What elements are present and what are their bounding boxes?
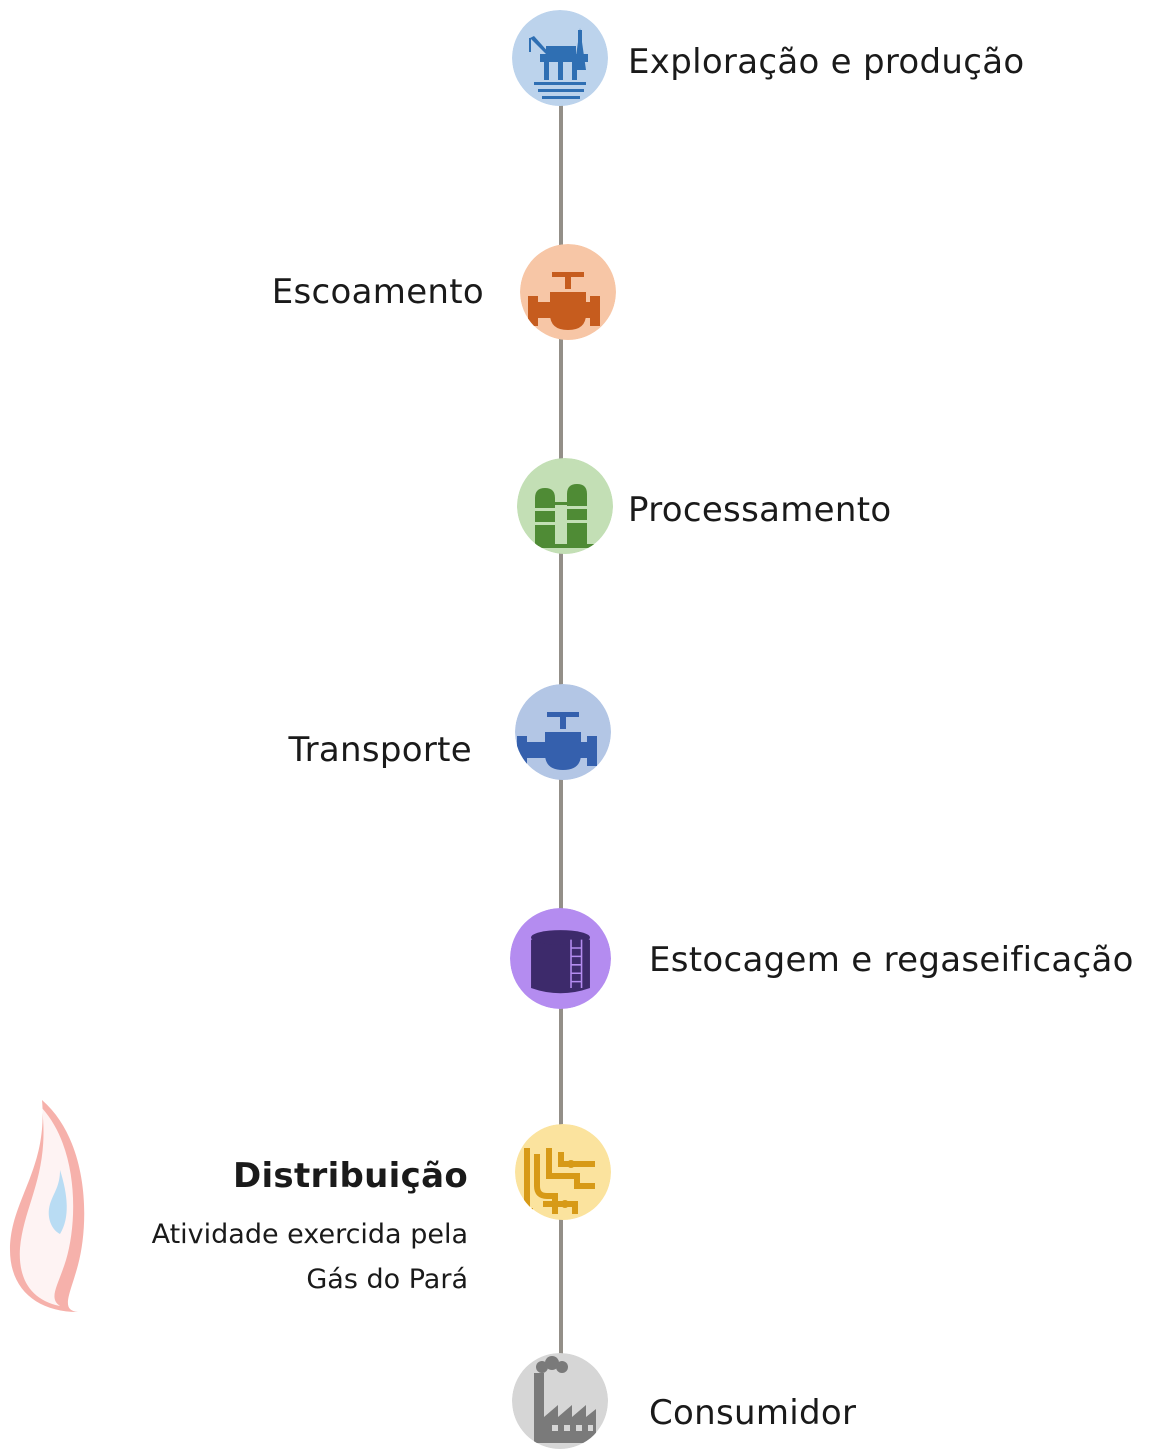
pipe-joints: [523, 1160, 575, 1213]
connector-line: [559, 552, 563, 692]
connector-line: [559, 1005, 563, 1130]
stage-processamento-label: Processamento: [628, 490, 892, 530]
flame-highlight: [19, 1108, 74, 1306]
factory-windows: [552, 1425, 593, 1431]
icon-glyph: [534, 1356, 596, 1443]
stage-escoamento-label: Escoamento: [271, 272, 484, 312]
stage-estocagem-node: [510, 908, 611, 1009]
connector-line: [559, 335, 563, 465]
offshore-platform-icon: [512, 10, 608, 106]
storage-tank-icon: [510, 908, 611, 1009]
distribution-note-line-1: Atividade exercida pela: [151, 1219, 468, 1250]
connector-line: [559, 778, 563, 914]
icon-glyph: [528, 272, 600, 330]
processing-towers-icon: [517, 458, 613, 554]
stage-estocagem-label: Estocagem e regaseificação: [649, 940, 1134, 980]
valve-icon: [520, 244, 616, 340]
stage-consumidor-node: [512, 1353, 608, 1449]
icon-glyph: [531, 930, 590, 994]
stage-transporte-node: [515, 684, 611, 780]
icon-glyph: [524, 1148, 595, 1214]
icon-glyph: [521, 484, 611, 548]
stage-processamento-node: [517, 458, 613, 554]
stage-escoamento-node: [520, 244, 616, 340]
valve-icon: [515, 684, 611, 780]
connector-line: [559, 104, 563, 249]
stage-consumidor-label: Consumidor: [649, 1393, 857, 1433]
flame-inner: [48, 1170, 67, 1234]
stage-exploracao-node: [512, 10, 608, 106]
factory-icon: [512, 1353, 608, 1449]
flame-logo: [10, 1100, 85, 1312]
distribution-pipes-icon: [515, 1124, 611, 1220]
stage-exploracao-label: Exploração e produção: [628, 42, 1025, 82]
stage-distribuicao-node: [515, 1124, 611, 1220]
icon-glyph: [529, 28, 588, 99]
connector-line: [559, 1218, 563, 1358]
stage-transporte-label: Transporte: [288, 730, 472, 770]
distribution-note-line-2: Gás do Pará: [306, 1264, 468, 1295]
icon-glyph: [517, 712, 597, 770]
stage-distribuicao-label: Distribuição: [232, 1156, 468, 1196]
ladder: [570, 939, 583, 988]
